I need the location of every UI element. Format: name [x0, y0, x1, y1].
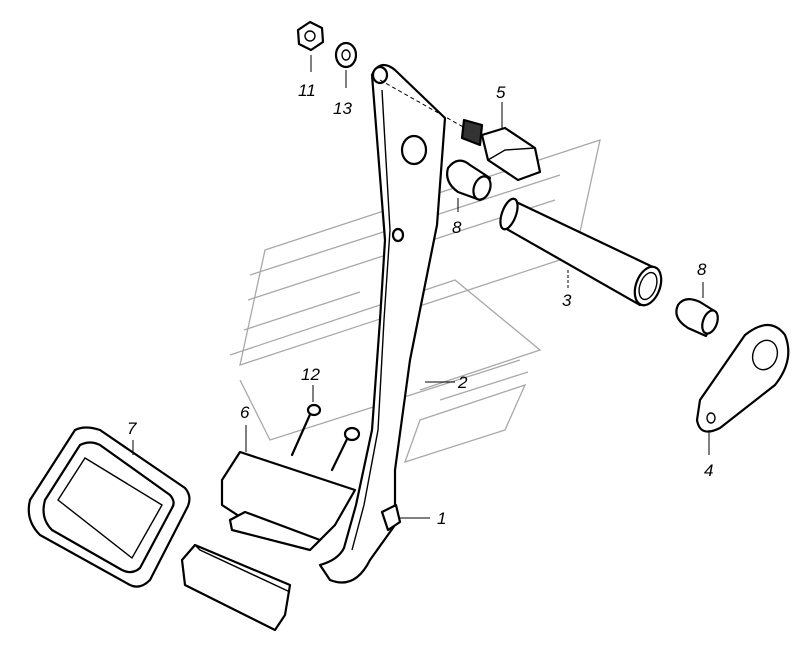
label-part-11: 11 — [298, 81, 316, 100]
label-part-7: 7 — [127, 419, 137, 438]
bolt[interactable] — [379, 79, 542, 182]
label-part-8-lower: 8 — [697, 260, 707, 279]
label-part-6: 6 — [240, 403, 250, 422]
leader-lines — [132, 55, 710, 519]
label-part-12: 12 — [301, 365, 320, 384]
label-part-2: 2 — [457, 373, 468, 392]
pedal-lever[interactable] — [318, 63, 447, 584]
washer[interactable] — [334, 41, 358, 69]
callout-labels: 11 13 5 8 3 8 4 2 12 6 7 1 — [127, 81, 713, 528]
rivet[interactable] — [290, 403, 361, 472]
bushing-upper[interactable] — [446, 159, 494, 202]
label-part-1: 1 — [437, 509, 446, 528]
label-part-8-upper: 8 — [452, 218, 462, 237]
link-plate[interactable] — [695, 323, 790, 433]
pedal-pad[interactable] — [27, 426, 191, 588]
label-part-5: 5 — [496, 83, 506, 102]
pedal-plate[interactable] — [180, 450, 357, 632]
shaft[interactable] — [497, 197, 666, 309]
bushing-lower[interactable] — [675, 298, 720, 338]
label-part-4: 4 — [704, 461, 713, 480]
nut[interactable] — [296, 20, 325, 52]
label-part-13: 13 — [333, 99, 352, 118]
label-part-3: 3 — [562, 291, 572, 310]
